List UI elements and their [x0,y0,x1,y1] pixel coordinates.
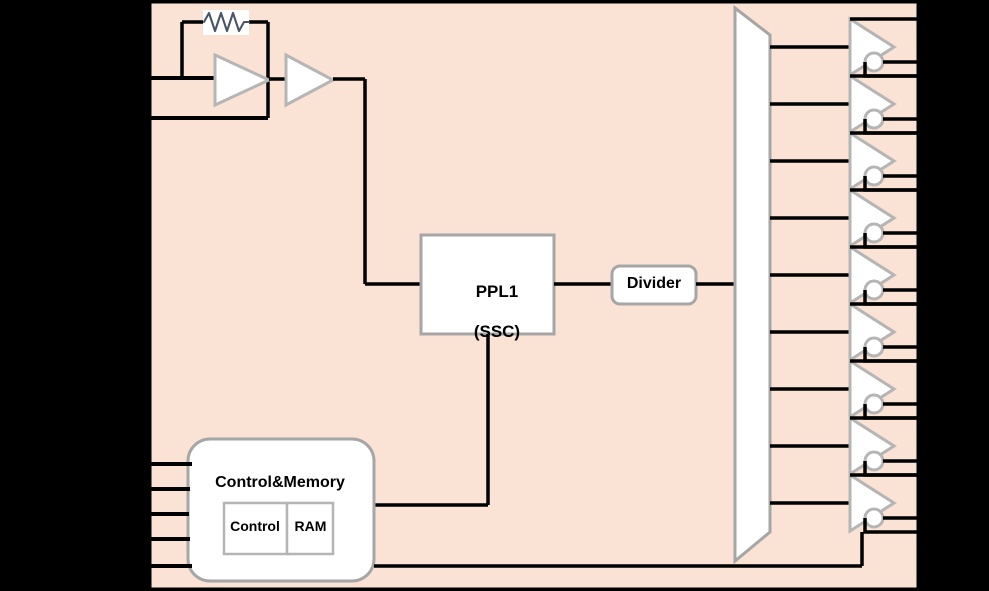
buffer-1-invert-bubble [863,51,885,73]
pll-block[interactable] [419,233,556,336]
output-buffer-8[interactable] [770,415,918,477]
buffer-3-invert-bubble [863,165,885,187]
control-subblock[interactable] [222,501,289,556]
oscillator-amp-triangle [213,52,273,108]
output-buffer-5[interactable] [770,244,918,306]
divider-block[interactable] [610,264,698,306]
buffer-9-out-n-return [863,518,918,534]
output-buffer-1[interactable] [770,16,918,78]
resistor-icon [202,10,251,35]
buffer-8-invert-bubble [863,450,885,472]
output-buffer-2[interactable] [770,73,918,135]
output-buffer-bank [770,16,918,534]
buffer-5-invert-bubble [863,279,885,301]
buffer-6-invert-bubble [863,336,885,358]
control-input-pins [150,462,192,568]
buffer-amp-triangle [284,52,337,108]
buffer-9-invert-bubble [863,507,885,529]
output-buffer-9[interactable] [770,472,918,534]
wire-control-bottom-rail [374,532,864,568]
wire-pll-to-control [374,334,490,507]
output-buffer-3[interactable] [770,130,918,192]
oscillator-feedback-net [180,20,270,118]
fanout-mux-block[interactable] [733,4,772,565]
wire-buffer-to-pll [333,77,421,286]
ram-subblock[interactable] [285,501,335,556]
buffer-4-invert-bubble [863,222,885,244]
buffer-2-invert-bubble [863,108,885,130]
buffer-7-invert-bubble [863,393,885,415]
